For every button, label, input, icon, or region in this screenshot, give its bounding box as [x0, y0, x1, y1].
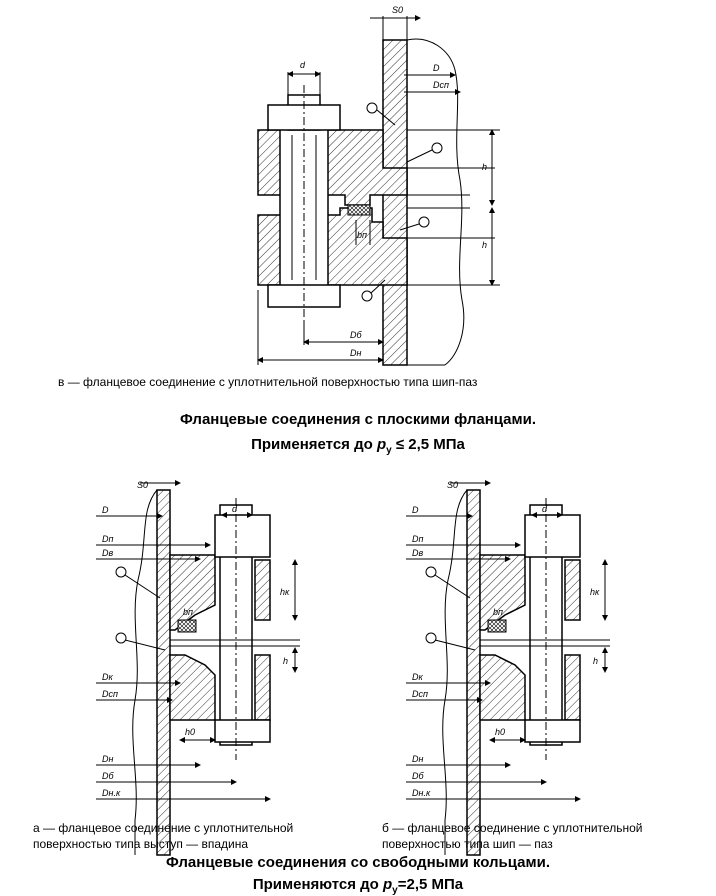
label-hk-b: hк [590, 587, 600, 597]
label-h-a: h [283, 656, 288, 666]
caption-b-line2: поверхностью типа шип — паз [382, 837, 553, 851]
label-Db-a: Dб [102, 771, 114, 781]
label-Ds-a: Dв [102, 548, 113, 558]
gasket [347, 204, 371, 216]
label-Dhk-a: Dн.к [102, 788, 121, 798]
label-Dcn-v: Dсп [433, 80, 449, 90]
heading-2-line1: Фланцевые соединения со свободными кольц… [166, 854, 550, 871]
label-s0-b: S0 [447, 480, 458, 490]
label-Dcn-a: Dсп [102, 689, 118, 699]
heading-1-line1: Фланцевые соединения с плоскими фланцами… [180, 411, 536, 428]
label-Dcn-b: Dсп [412, 689, 428, 699]
label-h1-v: h [482, 162, 487, 172]
label-bn-v: bп [357, 230, 367, 240]
label-bn-b: bп [493, 607, 503, 617]
label-Dhk-b: Dн.к [412, 788, 431, 798]
figure-v-drawing [257, 15, 500, 366]
label-Dk-a: Dк [102, 672, 113, 682]
figure-b-drawing [406, 480, 610, 856]
label-h0-b: h0 [495, 727, 505, 737]
label-d-a: d [232, 504, 238, 514]
label-Dn-a: Dп [102, 534, 113, 544]
label-d-b: d [542, 504, 548, 514]
heading-1-line2: Применяется до pу ≤ 2,5 МПа [251, 436, 465, 456]
caption-v: в — фланцевое соединение с уплотнительно… [58, 375, 478, 389]
label-D-v: D [433, 63, 440, 73]
shell-wall [382, 39, 408, 366]
label-d-v: d [300, 60, 306, 70]
label-s0-v: S0 [392, 5, 403, 15]
label-bn-a: bп [183, 607, 193, 617]
label-hk-a: hк [280, 587, 290, 597]
label-s0-a: S0 [137, 480, 148, 490]
label-h2-v: h [482, 240, 487, 250]
caption-b-line1: б — фланцевое соединение с уплотнительно… [382, 821, 642, 835]
caption-a-line1: а — фланцевое соединение с уплотнительно… [33, 821, 293, 835]
label-Dn-b: Dп [412, 534, 423, 544]
label-Dh-b: Dн [412, 754, 423, 764]
label-Ds-b: Dв [412, 548, 423, 558]
label-h-b: h [593, 656, 598, 666]
label-Dn-v: Dн [350, 348, 361, 358]
caption-a-line2: поверхностью типа выступ — впадина [33, 837, 248, 851]
label-D-a: D [102, 505, 109, 515]
figure-a-drawing [96, 480, 300, 856]
label-Db-b: Dб [412, 771, 424, 781]
label-Dk-b: Dк [412, 672, 423, 682]
label-Dh-a: Dн [102, 754, 113, 764]
label-h0-a: h0 [185, 727, 195, 737]
label-Db-v: Dб [350, 330, 362, 340]
heading-2-line2: Применяются до pу=2,5 МПа [253, 876, 464, 896]
label-D-b: D [412, 505, 419, 515]
